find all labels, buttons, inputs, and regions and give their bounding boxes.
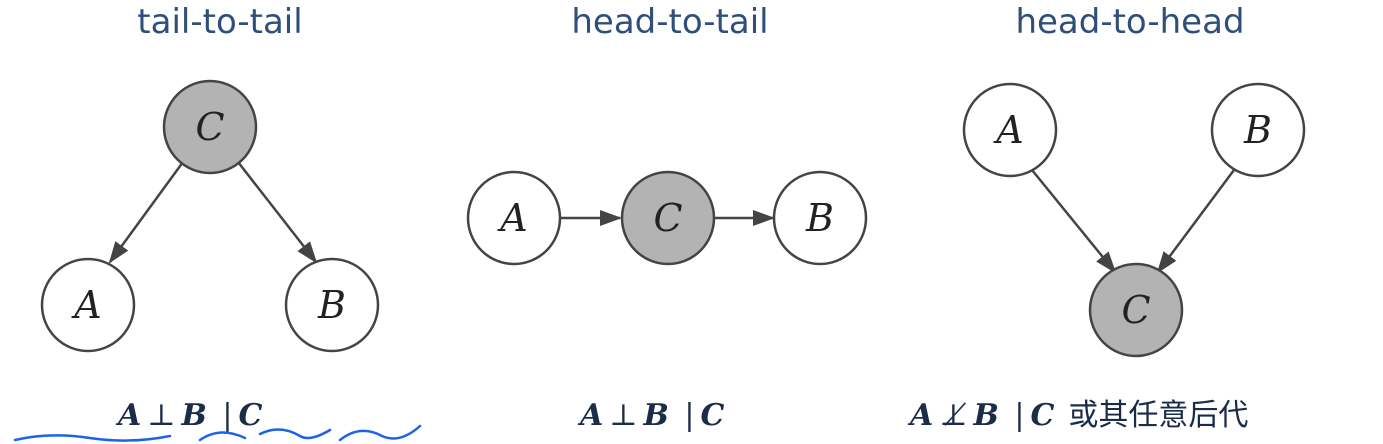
independence-symbol: ⊥ [609,398,638,433]
node-b: B [284,257,380,353]
formula-left-var: A [580,398,604,433]
edge-c-to-b [237,161,318,264]
formula-left-var: A [910,398,934,433]
svg-text:B: B [317,283,346,327]
node-a: A [962,82,1058,178]
node-b: B [772,170,868,266]
svg-text:A: A [993,108,1023,152]
svg-text:B: B [1243,108,1272,152]
formula-right-var: B [643,398,669,433]
edge-c-to-a [108,161,185,264]
formula-suffix: 或其任意后代 [1068,398,1249,433]
node-a: A [466,170,562,266]
independence-symbol: ⊥ [147,398,176,433]
heading-tail-to-tail: tail-to-tail [137,2,303,42]
formula-given-var: C [700,398,725,433]
panel-tail-to-tail: C A B [40,79,380,353]
given-bar: | [222,398,233,433]
node-a: A [40,257,136,353]
edge-a-to-c [1031,169,1117,274]
formula-tail-to-tail: A⊥B |C [118,392,262,444]
given-bar: | [1014,398,1025,433]
node-c-observed: C [620,170,716,266]
svg-text:A: A [71,283,101,327]
svg-text:B: B [805,196,834,240]
heading-head-to-head: head-to-head [1015,2,1245,42]
formula-given-var: C [1030,398,1055,433]
formula-right-var: B [973,398,999,433]
svg-text:C: C [653,196,682,240]
not-independent-symbol: ⊥̸ [939,398,968,433]
formula-head-to-tail: A⊥B |C [580,392,724,444]
edge-b-to-c [1156,169,1236,274]
formula-right-var: B [181,398,207,433]
formula-given-var: C [238,398,263,433]
svg-text:C: C [195,105,224,149]
heading-head-to-tail: head-to-tail [571,2,769,42]
node-c-observed: C [162,79,258,175]
formula-head-to-head: A⊥̸B |C 或其任意后代 [910,392,1248,444]
panel-head-to-head: A B C [962,82,1306,358]
node-b: B [1210,82,1306,178]
svg-text:A: A [497,196,527,240]
panel-head-to-tail: A C B [466,170,868,266]
formula-left-var: A [118,398,142,433]
handwritten-scribble [13,424,422,442]
svg-text:C: C [1121,288,1150,332]
node-c-observed: C [1088,262,1184,358]
given-bar: | [684,398,695,433]
